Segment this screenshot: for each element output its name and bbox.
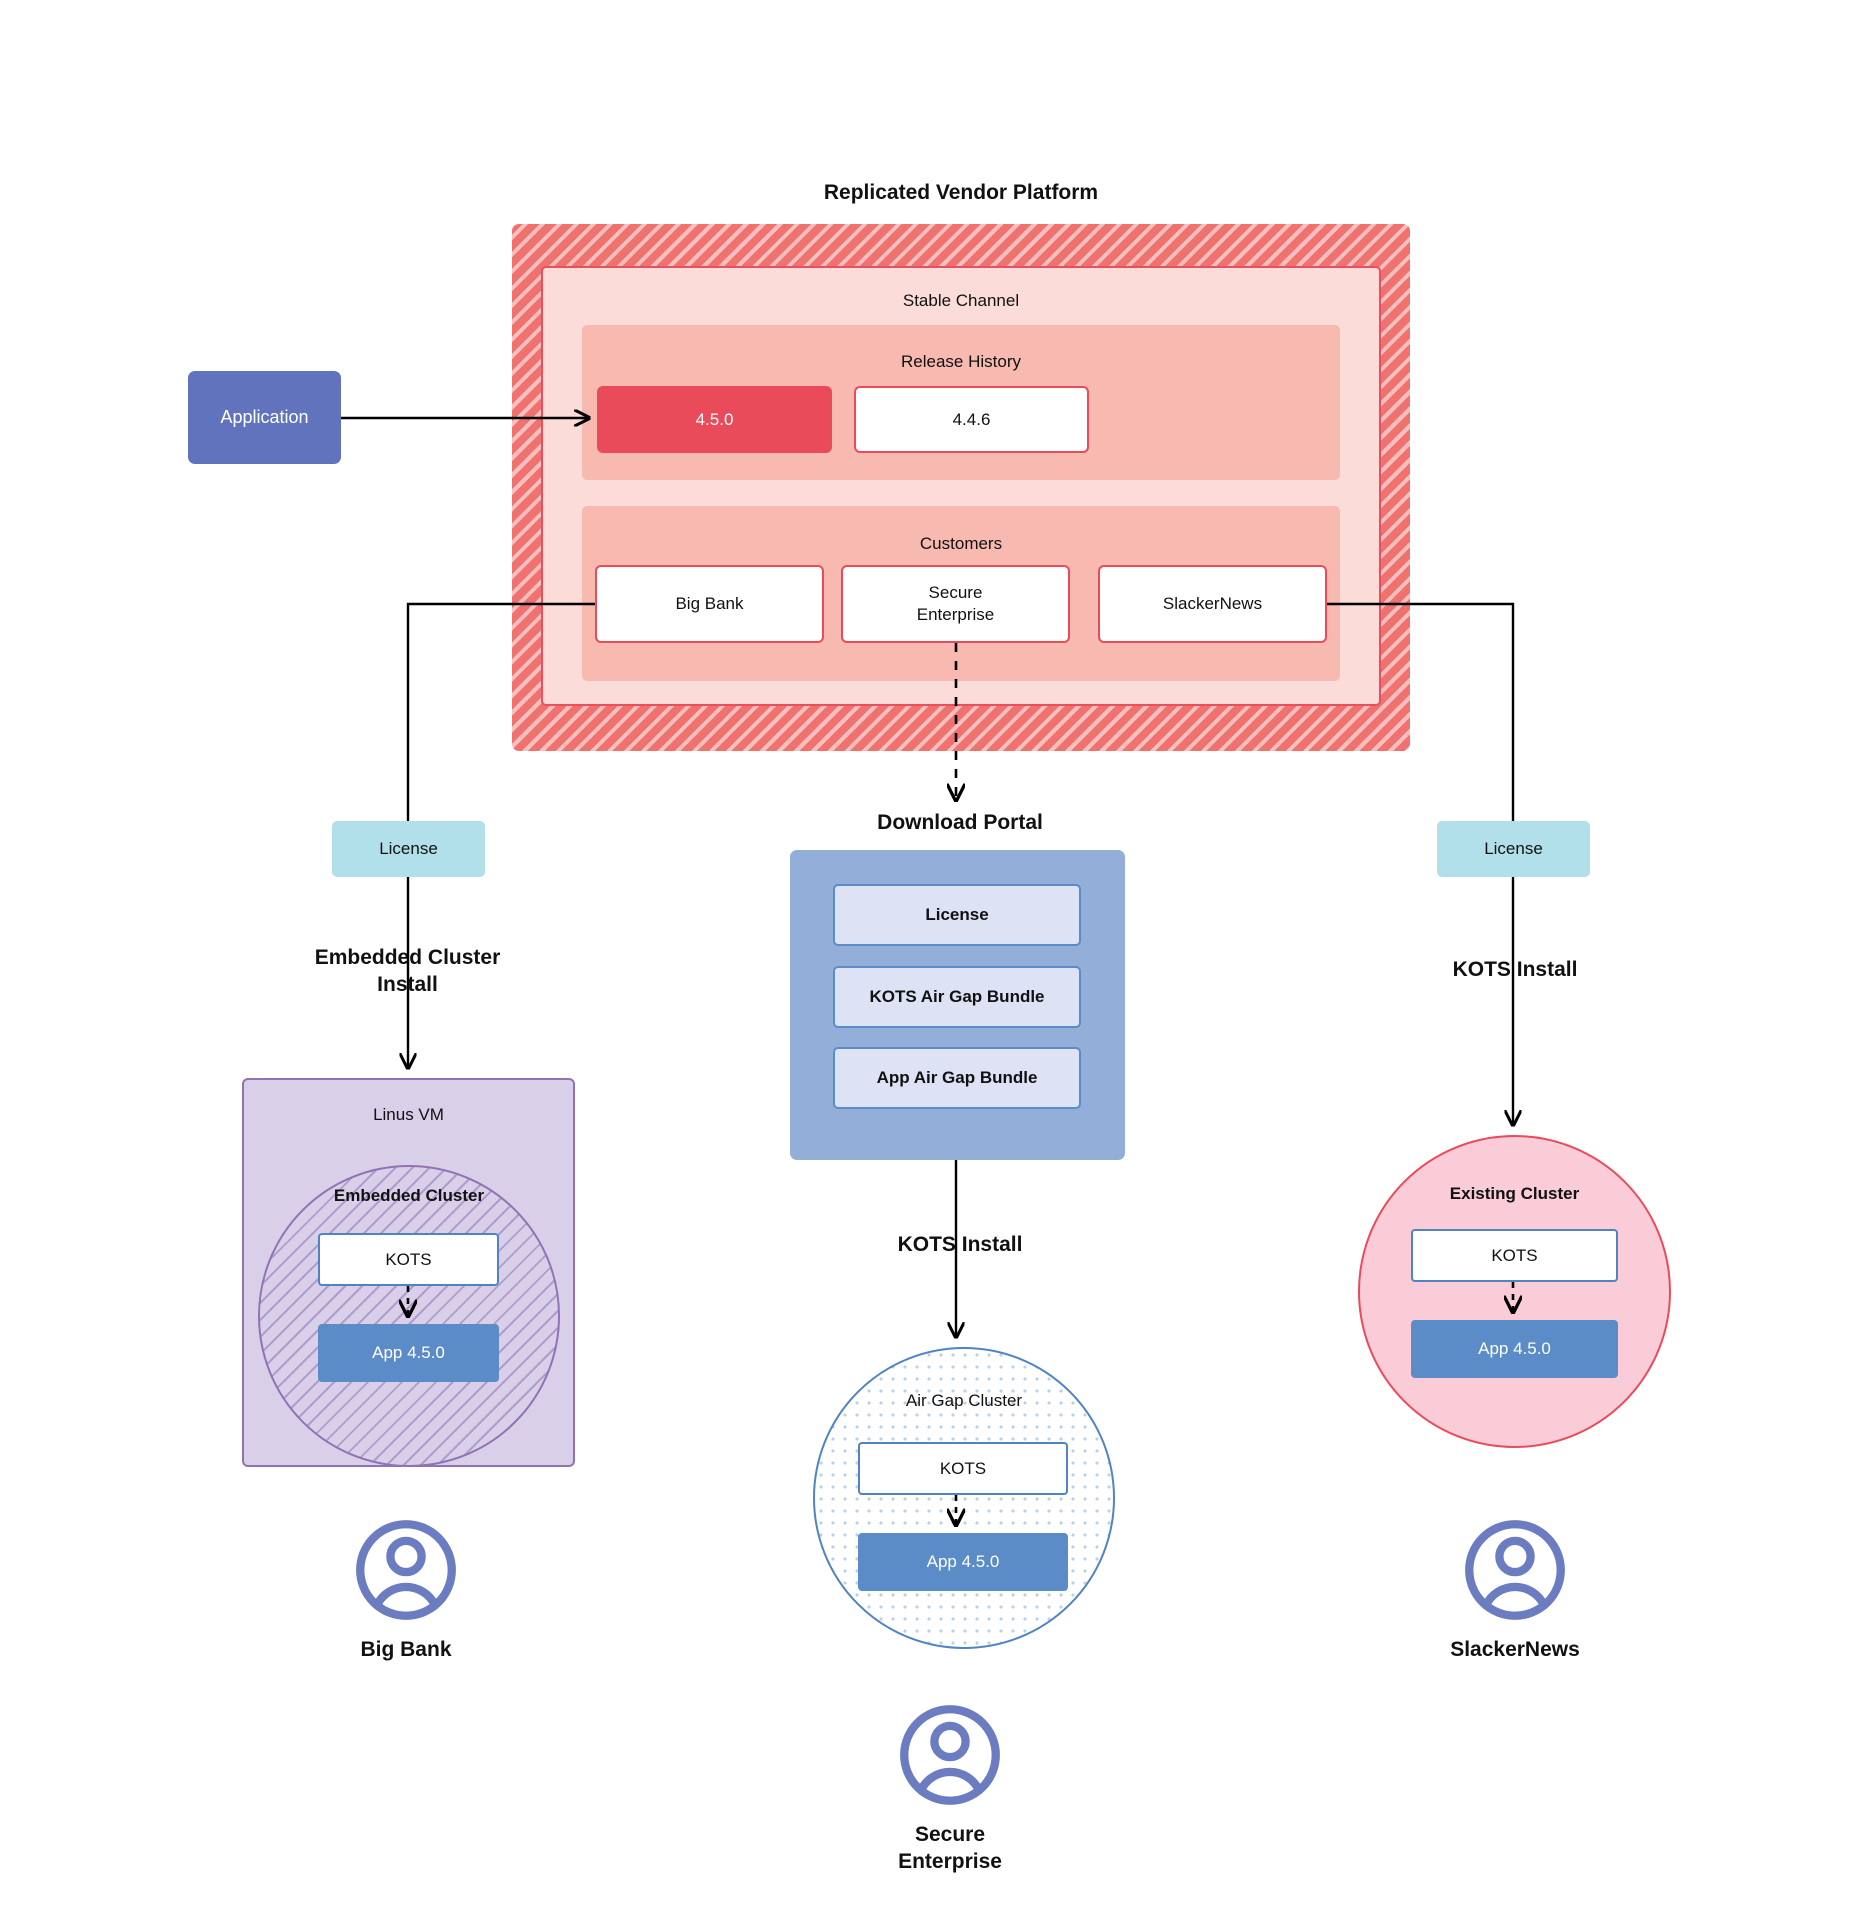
user-avatar-icon [1465,1520,1565,1620]
customer-name-slackernews: SlackerNews [1450,1638,1580,1661]
app-node-middle[interactable]: App 4.5.0 [858,1533,1068,1591]
linux-vm-title: Linus VM [373,1105,444,1124]
customer-card-slackernews[interactable]: SlackerNews [1098,565,1327,643]
embedded-cluster-install-label: Embedded Cluster Install [314,946,501,996]
kots-install-label-middle: KOTS Install [897,1233,1023,1256]
existing-cluster-circle [1358,1135,1671,1448]
embedded-cluster-circle [258,1165,560,1467]
app-node-left[interactable]: App 4.5.0 [318,1324,499,1382]
app-node-right[interactable]: App 4.5.0 [1411,1320,1618,1378]
license-chip-right[interactable]: License [1437,821,1590,877]
kots-node-right[interactable]: KOTS [1411,1229,1618,1282]
customers-title: Customers [919,534,1003,553]
download-portal-title: Download Portal [877,811,1043,834]
download-item-license[interactable]: License [833,884,1081,946]
customer-card-secure-enterprise[interactable]: Secure Enterprise [841,565,1070,643]
release-version-previous[interactable]: 4.4.6 [854,386,1089,453]
stable-channel-title: Stable Channel [902,291,1020,310]
kots-node-middle[interactable]: KOTS [858,1442,1068,1495]
kots-install-label-right: KOTS Install [1452,958,1578,981]
customer-name-secure-enterprise: Secure Enterprise [898,1823,1002,1873]
user-avatar-icon [900,1705,1000,1805]
page-title: Replicated Vendor Platform [823,181,1099,204]
user-avatar-icon [356,1520,456,1620]
download-item-kots-air-gap-bundle[interactable]: KOTS Air Gap Bundle [833,966,1081,1028]
existing-cluster-title: Existing Cluster [1449,1184,1580,1203]
download-item-app-air-gap-bundle[interactable]: App Air Gap Bundle [833,1047,1081,1109]
air-gap-cluster-title: Air Gap Cluster [905,1391,1023,1410]
embedded-cluster-title: Embedded Cluster [333,1186,485,1205]
air-gap-cluster-circle [813,1347,1115,1649]
release-history-title: Release History [901,352,1021,371]
kots-node-left[interactable]: KOTS [318,1233,499,1286]
application-node[interactable]: Application [188,371,341,464]
customer-name-big-bank: Big Bank [360,1638,452,1661]
license-chip-left[interactable]: License [332,821,485,877]
release-version-current[interactable]: 4.5.0 [597,386,832,453]
customer-card-big-bank[interactable]: Big Bank [595,565,824,643]
